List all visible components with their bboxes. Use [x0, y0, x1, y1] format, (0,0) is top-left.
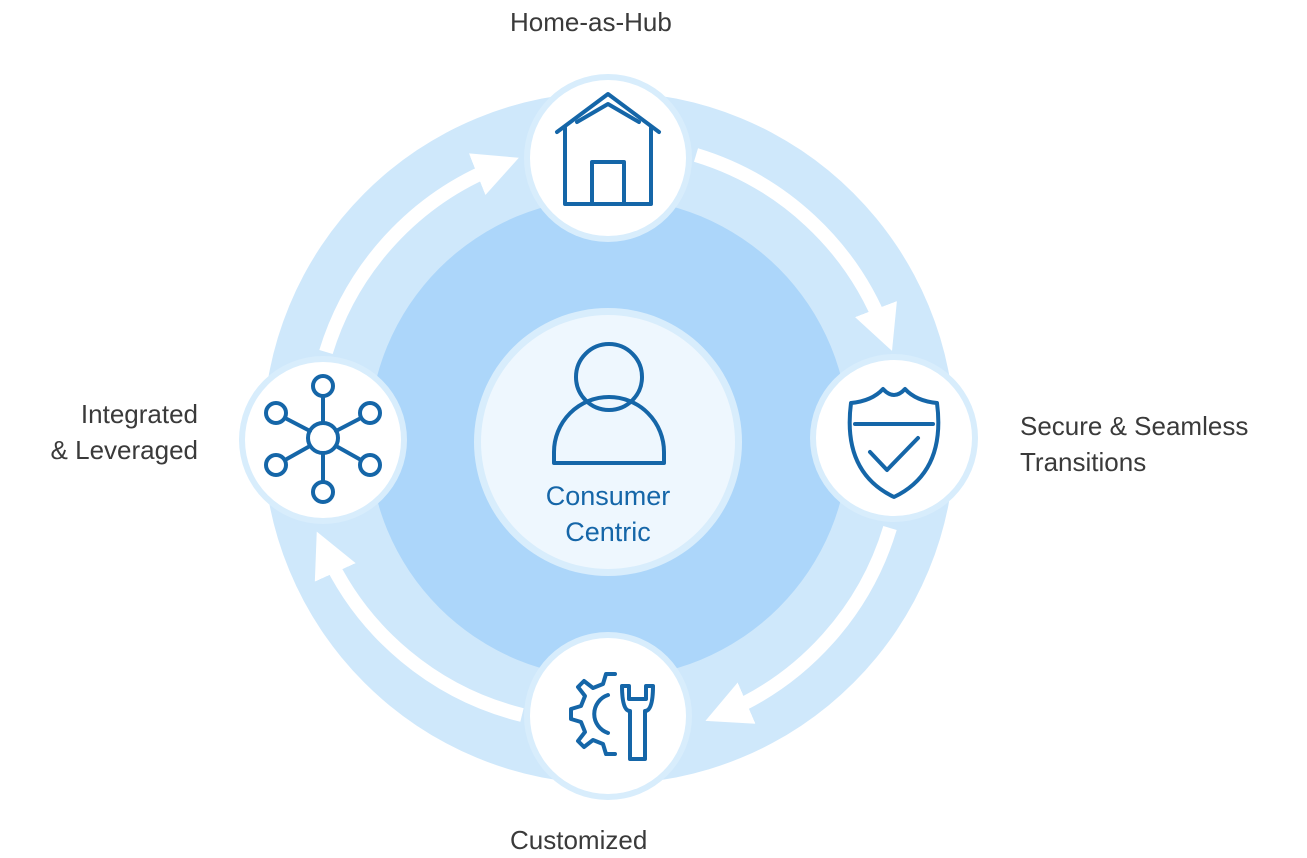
label-home-as-hub: Home-as-Hub — [510, 4, 710, 40]
label-customized: Customized — [510, 822, 710, 858]
label-bottom-text: Customized — [510, 825, 648, 855]
node-bottom — [524, 632, 692, 800]
node-left — [239, 356, 407, 524]
arrow-left-to-top — [319, 153, 519, 355]
node-top — [524, 74, 692, 242]
shield-check-icon — [847, 387, 941, 499]
center-node — [474, 308, 742, 576]
label-left-line2: & Leveraged — [50, 435, 198, 465]
person-icon — [552, 342, 666, 465]
arrow-bottom-to-left — [314, 531, 524, 722]
label-top-text: Home-as-Hub — [510, 7, 672, 37]
network-hub-icon — [264, 374, 382, 504]
arrow-right-to-bottom — [705, 525, 897, 724]
cycle-arrows — [314, 148, 897, 724]
label-right-line1: Secure & Seamless — [1020, 411, 1249, 441]
label-integrated-leveraged: Integrated & Leveraged — [51, 396, 198, 468]
center-label-line1: Consumer — [545, 481, 671, 511]
label-secure-seamless: Secure & Seamless Transitions — [1020, 408, 1248, 480]
label-left-line1: Integrated — [80, 399, 198, 429]
house-icon — [555, 92, 661, 206]
center-label-line2: Centric — [565, 517, 651, 547]
gear-wrench-icon — [569, 672, 655, 761]
center-label: Consumer Centric — [508, 478, 708, 550]
arrow-top-to-right — [693, 148, 897, 351]
label-right-line2: Transitions — [1020, 447, 1147, 477]
node-right — [810, 354, 978, 522]
